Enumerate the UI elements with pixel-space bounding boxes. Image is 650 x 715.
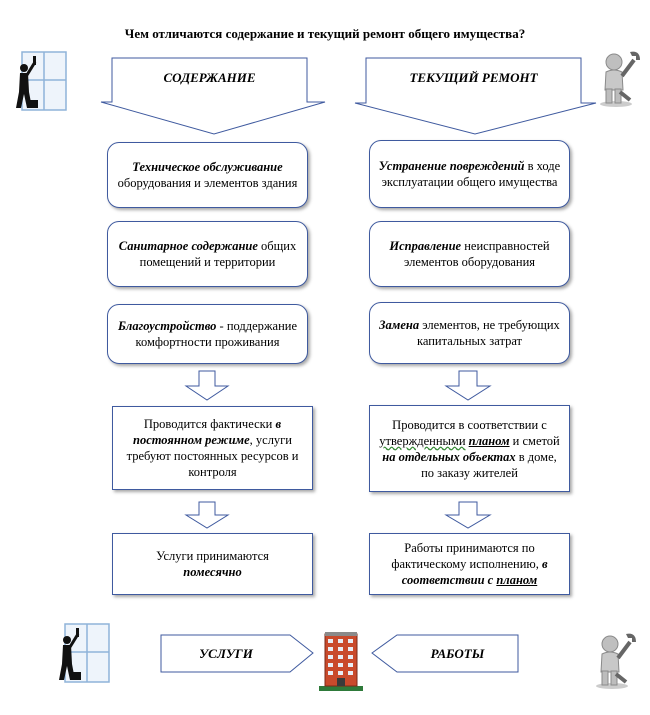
left-item-1: Техническое обслуживание оборудования и … xyxy=(107,142,308,208)
left-item-3: Благоустройство - поддержание комфортнос… xyxy=(107,304,308,364)
left-mode-box: Проводится фактически в постоянном режим… xyxy=(112,406,313,490)
right-accept-emphasis: в соответствии с xyxy=(401,557,548,587)
left-mode-text-1: Проводится фактически xyxy=(143,417,273,431)
right-item-2-title: Исправление xyxy=(389,239,462,253)
page-title: Чем отличаются содержание и текущий ремо… xyxy=(124,26,526,41)
window-cleaner-icon xyxy=(16,51,67,111)
right-mode-approved: утвержденными xyxy=(379,433,466,448)
left-accept-emphasis: помесячно xyxy=(183,565,242,579)
wrench-person-icon xyxy=(600,51,640,107)
left-item-1-title: Техническое обслуживание xyxy=(132,160,283,174)
left-accept-box: Услуги принимаются помесячно xyxy=(112,533,313,595)
right-header-label: ТЕКУЩИЙ РЕМОНТ xyxy=(409,70,538,85)
right-mode-plan: планом xyxy=(468,433,510,448)
window-cleaner-icon-bottom xyxy=(59,623,110,683)
right-down-arrow-1 xyxy=(444,370,492,401)
left-mode-text-2: , услуги требуют постоянных ресурсов и к… xyxy=(126,433,299,479)
services-arrow xyxy=(160,634,314,673)
right-item-1-title: Устранение повреждений xyxy=(378,159,525,173)
right-mode-box: Проводится в соответствии с утвержденным… xyxy=(369,405,570,492)
left-item-3-title: Благоустройство xyxy=(117,319,217,333)
right-down-arrow-2 xyxy=(444,501,492,529)
right-accept-text: Работы принимаются по фактическому испол… xyxy=(391,541,539,571)
left-down-arrow-1 xyxy=(184,370,230,401)
right-item-3-title: Замена xyxy=(379,318,420,332)
left-item-3-text: - поддержание комфортности проживания xyxy=(135,319,298,349)
right-item-1: Устранение повреждений в ходе эксплуатац… xyxy=(369,140,570,208)
wrench-person-icon-bottom xyxy=(596,633,636,689)
services-label: УСЛУГИ xyxy=(199,645,253,661)
left-item-2-text: общих помещений и территории xyxy=(139,239,297,269)
right-accept-plan: планом xyxy=(496,573,538,587)
right-item-3: Замена элементов, не требующих капитальн… xyxy=(369,302,570,364)
left-header-label: СОДЕРЖАНИЕ xyxy=(163,70,256,85)
left-accept-text: Услуги принимаются xyxy=(156,549,269,563)
works-arrow xyxy=(371,634,519,673)
right-item-2-text: неисправностей элементов оборудования xyxy=(403,239,550,269)
right-header-arrow xyxy=(354,57,597,135)
right-item-3-text: элементов, не требующих капитальных затр… xyxy=(416,318,560,348)
left-item-1-text: оборудования и элементов здания xyxy=(117,176,298,190)
apartment-building-icon xyxy=(319,632,363,691)
left-item-2: Санитарное содержание общих помещений и … xyxy=(107,221,308,287)
right-item-1-text: в ходе эксплуатации общего имущества xyxy=(381,159,561,189)
right-mode-emphasis: на отдельных объектах xyxy=(382,449,516,464)
left-down-arrow-2 xyxy=(184,501,230,529)
right-item-2: Исправление неисправностей элементов обо… xyxy=(369,221,570,287)
works-label: РАБОТЫ xyxy=(430,645,485,661)
right-mode-text-1: Проводится в соответствии с xyxy=(392,417,547,432)
right-accept-box: Работы принимаются по фактическому испол… xyxy=(369,533,570,595)
left-header-arrow xyxy=(100,57,326,135)
left-mode-emphasis: в постоянном режиме xyxy=(133,417,282,447)
right-mode-text-3: в доме, по заказу жителей xyxy=(421,449,557,480)
right-mode-text-2: и сметой xyxy=(512,433,560,448)
left-item-2-title: Санитарное содержание xyxy=(118,239,258,253)
